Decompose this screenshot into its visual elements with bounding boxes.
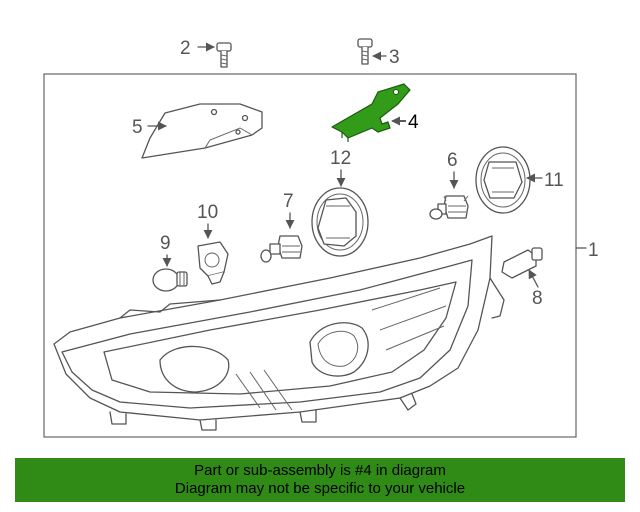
diagram-frame <box>43 73 577 438</box>
callout-1: 1 <box>588 240 599 261</box>
callout-4: 4 <box>408 112 419 133</box>
cap-part-12[interactable] <box>311 187 369 257</box>
part-notice-banner: Part or sub-assembly is #4 in diagram Di… <box>15 458 625 502</box>
bolt-part-3[interactable] <box>357 38 373 65</box>
parts-diagram: 2 3 5 4 12 11 6 <box>43 38 599 438</box>
bolt-part-2[interactable] <box>216 42 232 68</box>
bulb-part-7[interactable] <box>260 235 303 263</box>
bracket-part-4[interactable] <box>331 83 411 142</box>
callout-9: 9 <box>160 233 171 254</box>
callout-5: 5 <box>132 117 143 138</box>
callout-12: 12 <box>330 148 351 169</box>
callout-3: 3 <box>389 47 400 68</box>
callout-11: 11 <box>544 170 564 191</box>
bulb-part-6[interactable] <box>429 195 469 220</box>
notice-line-1: Part or sub-assembly is #4 in diagram <box>194 462 446 479</box>
callout-7: 7 <box>283 191 294 212</box>
callout-2: 2 <box>180 38 191 59</box>
callout-8: 8 <box>532 288 543 309</box>
cap-part-11[interactable] <box>475 146 531 214</box>
headlamp-assembly-part-1[interactable] <box>53 235 505 431</box>
socket-part-10[interactable] <box>197 241 229 285</box>
bulb-part-9[interactable] <box>152 268 188 292</box>
cover-part-5[interactable] <box>141 103 263 159</box>
callout-6: 6 <box>447 150 458 171</box>
bulb-part-8[interactable] <box>501 247 543 279</box>
callout-10: 10 <box>197 202 218 223</box>
notice-line-2: Diagram may not be specific to your vehi… <box>174 480 466 497</box>
